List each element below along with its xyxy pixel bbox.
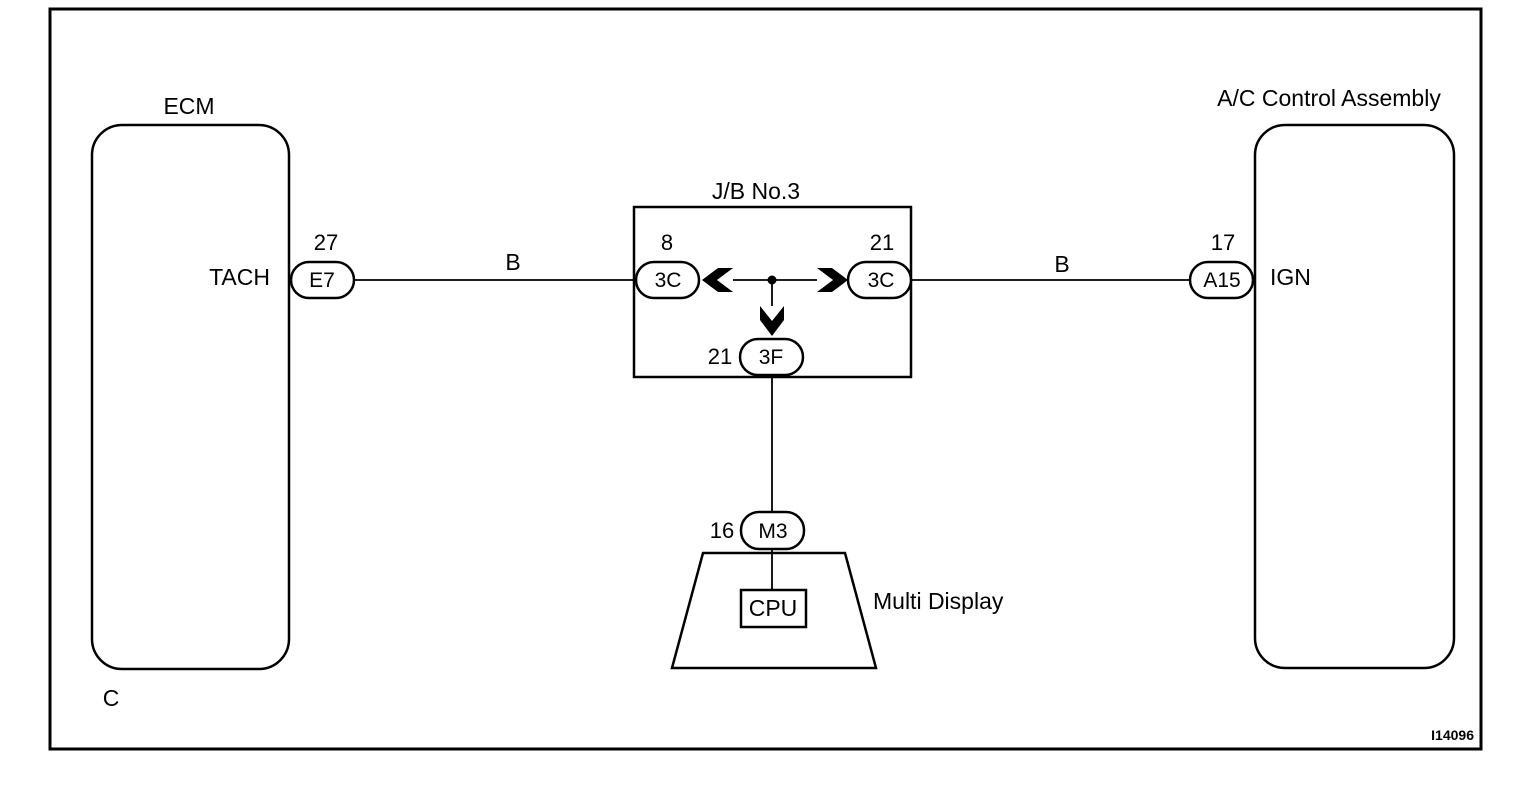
ecm-box xyxy=(90,123,291,671)
ecm-label: ECM xyxy=(163,93,214,119)
wire-color-left: B xyxy=(505,249,520,275)
ac-pin-number: 17 xyxy=(1211,230,1235,255)
multi-display-body xyxy=(670,551,878,670)
display-pin-number: 16 xyxy=(710,518,734,543)
jb-left-connector xyxy=(634,260,701,300)
jb-bottom-pin-number: 21 xyxy=(708,344,732,369)
corner-letter: C xyxy=(103,685,120,711)
jb-bottom-connector-label: 3F xyxy=(759,346,784,369)
ecm-pin-number: 27 xyxy=(314,230,338,255)
ac-control-box xyxy=(1253,123,1456,670)
figure-id: I14096 xyxy=(1431,727,1474,743)
display-connector-label: M3 xyxy=(758,520,787,543)
cpu-box xyxy=(739,588,808,629)
junction-block-label: J/B No.3 xyxy=(712,178,800,204)
multi-display-label: Multi Display xyxy=(873,588,1004,614)
jb-right-pin-number: 21 xyxy=(870,230,894,255)
jb-left-connector-label: 3C xyxy=(655,269,682,292)
jb-left-pin-number: 8 xyxy=(661,230,673,255)
down-chevron-icon xyxy=(760,306,784,336)
jb-splice-dot xyxy=(767,275,777,285)
ac-connector xyxy=(1188,260,1255,300)
ecm-connector-label: E7 xyxy=(309,269,335,292)
wire-color-right: B xyxy=(1054,251,1069,277)
ac-control-label: A/C Control Assembly xyxy=(1217,85,1441,111)
ac-terminal-label: IGN xyxy=(1270,264,1311,290)
right-chevron-icon xyxy=(817,268,848,292)
ecm-terminal-label: TACH xyxy=(209,264,270,290)
diagram-frame xyxy=(48,7,1483,751)
left-chevron-icon xyxy=(702,268,733,292)
ac-connector-label: A15 xyxy=(1203,269,1240,292)
cpu-label: CPU xyxy=(749,595,798,621)
jb-right-connector-label: 3C xyxy=(868,269,895,292)
